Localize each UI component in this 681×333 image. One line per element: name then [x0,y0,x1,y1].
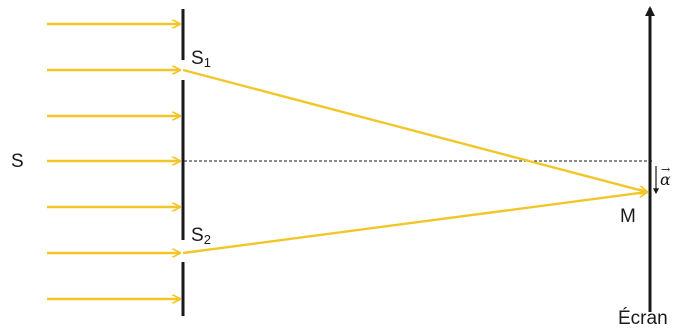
point-m-label: M [620,206,636,227]
source-label: S [11,151,24,172]
ray-s2-to-m [182,192,647,255]
alpha-vector-mark: → [661,163,671,176]
alpha-symbol: α [660,170,671,189]
slit-1-letter: S [191,48,204,69]
slit-2-label: S2 [191,225,211,247]
alpha-label: → α [660,164,671,189]
incident-rays [47,24,180,299]
slit-2-index: 2 [203,232,211,247]
screen-label: Écran [618,308,668,329]
slit-1-index: 1 [203,55,211,70]
path-rays [182,68,647,255]
slit-1-label: S1 [191,48,211,70]
slit-2-letter: S [191,225,204,246]
ray-s1-to-m [182,68,647,192]
